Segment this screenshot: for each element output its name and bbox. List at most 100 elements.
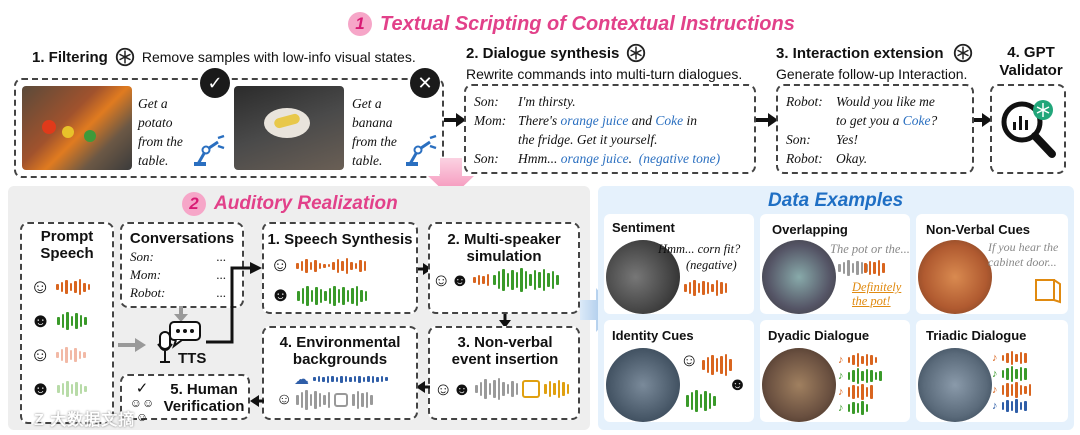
- waveform-bar: [515, 383, 519, 395]
- waveform-bar: [61, 383, 65, 395]
- waveform-bar: [711, 284, 714, 292]
- speaker-icon: ♪: [838, 354, 844, 366]
- waveform-bar: [84, 317, 87, 325]
- waveform-bar: [856, 386, 859, 398]
- step2-label: 2. Dialogue synthesis: [466, 44, 620, 62]
- waveform-bar: [60, 282, 64, 292]
- waveform-bar: [352, 394, 355, 406]
- waveform-bar: [1010, 401, 1013, 411]
- waveform-bar: [327, 264, 331, 267]
- waveform-bar: [84, 386, 87, 392]
- waveform-bar: [69, 283, 73, 291]
- waveform-bar: [314, 259, 317, 272]
- waveform-bar: [83, 352, 86, 358]
- triadic-rows: ♪ ♪ ♪ ♪: [992, 350, 1031, 414]
- waveform-bar: [65, 280, 68, 294]
- dialogue-line: Son: Yes!: [786, 132, 859, 147]
- waveform-bar: [78, 279, 82, 295]
- waveform-bar: [861, 371, 864, 381]
- waveform-bar: [511, 270, 514, 290]
- waveform: [544, 380, 570, 398]
- waveform: [1001, 366, 1027, 382]
- example-card-sentiment: Sentiment Hmm... corn fit? (negative): [604, 214, 754, 314]
- waveform-bar: [852, 355, 855, 365]
- example-card-dyadic: Dyadic Dialogue ♪ ♪ ♪ ♪: [760, 320, 910, 422]
- waveform-bar: [344, 376, 347, 382]
- prompt-speakers: ☺ ☻ ☺ ☻: [30, 270, 110, 406]
- waveform-bar: [842, 262, 845, 274]
- waveform-bar: [506, 273, 510, 287]
- waveform-bar: [57, 385, 60, 393]
- waveform-bar: [326, 375, 329, 383]
- waveform-bar: [706, 282, 709, 294]
- waveform-bar: [699, 394, 702, 408]
- waveform-bar: [376, 376, 379, 382]
- waveform-bar: [547, 273, 550, 287]
- step4-label: 4. GPT Validator: [999, 44, 1063, 79]
- waveform-bar: [364, 290, 368, 301]
- watermark: Z 大数据文摘: [34, 412, 136, 429]
- speaker-icon: ♪: [992, 384, 998, 396]
- section1-title: 1 Textual Scripting of Contextual Instru…: [348, 12, 795, 36]
- scene-photo: [606, 348, 680, 422]
- waveform-bar: [328, 287, 332, 304]
- waveform-bar: [1015, 369, 1018, 379]
- waveform-bar: [313, 377, 316, 381]
- waveform-bar: [1010, 366, 1013, 382]
- synthesis-row: ☺: [270, 254, 367, 277]
- waveform-bar: [715, 358, 718, 372]
- speaker-row: ♪: [838, 368, 882, 384]
- waveform-bar: [851, 263, 854, 273]
- dialogue-line: Robot: Okay.: [786, 151, 868, 166]
- waveform-bar: [324, 290, 327, 301]
- people-icon: ☺☻: [432, 269, 470, 290]
- speaker-icon: ♪: [992, 400, 998, 412]
- arrow-right-icon: [418, 263, 432, 275]
- speaker-row: ♪: [992, 398, 1031, 414]
- waveform-bar: [852, 385, 855, 399]
- waveform-bar: [1024, 353, 1027, 363]
- environmental-row: ☁: [294, 370, 388, 388]
- waveform-bar: [856, 261, 859, 275]
- waveform-bar: [1015, 382, 1018, 398]
- sample-good-text: Get a potato from the table.: [138, 96, 183, 168]
- waveform-bar: [724, 283, 727, 293]
- waveform-bar: [847, 357, 850, 363]
- waveform-bar: [358, 375, 361, 383]
- waveform-bar: [1019, 385, 1022, 395]
- speaker-row: ☺: [30, 338, 110, 372]
- example-card-identity: Identity Cues ☺ ☻: [604, 320, 754, 422]
- waveform-bar: [296, 262, 299, 269]
- waveform-bar: [331, 376, 334, 382]
- waveform-bar: [345, 257, 349, 274]
- multi-speaker-title: 2. Multi-speaker simulation: [447, 231, 561, 265]
- waveform-bar: [1001, 355, 1004, 361]
- non-verbal-title: 3. Non-verbal event insertion: [451, 334, 559, 368]
- waveform-bar: [75, 382, 78, 396]
- waveform-bar: [360, 289, 363, 302]
- step2-desc: Rewrite commands into multi-turn dialogu…: [466, 66, 743, 82]
- waveform-bar: [475, 385, 478, 393]
- waveform-bar: [323, 263, 326, 268]
- waveform-bar: [533, 270, 537, 290]
- dyadic-rows: ♪ ♪ ♪ ♪: [838, 352, 882, 416]
- multi-speaker-box: [428, 222, 580, 314]
- scene-photo: [918, 240, 992, 314]
- waveform-bar: [314, 391, 317, 409]
- waveform-bar: [318, 393, 322, 407]
- cabinet-icon: [1035, 279, 1061, 304]
- waveform: [313, 375, 388, 383]
- speaker-row: ☺: [30, 270, 110, 304]
- magnifier-icon: [1001, 100, 1056, 158]
- waveform-bar: [341, 260, 344, 271]
- waveform-bar: [529, 274, 532, 286]
- waveform-bar: [729, 359, 732, 371]
- cross-icon: ✕: [410, 68, 440, 98]
- people-icon: ☺☻: [434, 378, 472, 399]
- waveform-bar: [363, 260, 367, 271]
- waveform-bar: [864, 263, 867, 273]
- person-icon: ☺: [30, 275, 51, 298]
- waveform-bar: [318, 262, 322, 269]
- waveform-bar: [538, 272, 541, 288]
- waveform-bar: [497, 378, 501, 400]
